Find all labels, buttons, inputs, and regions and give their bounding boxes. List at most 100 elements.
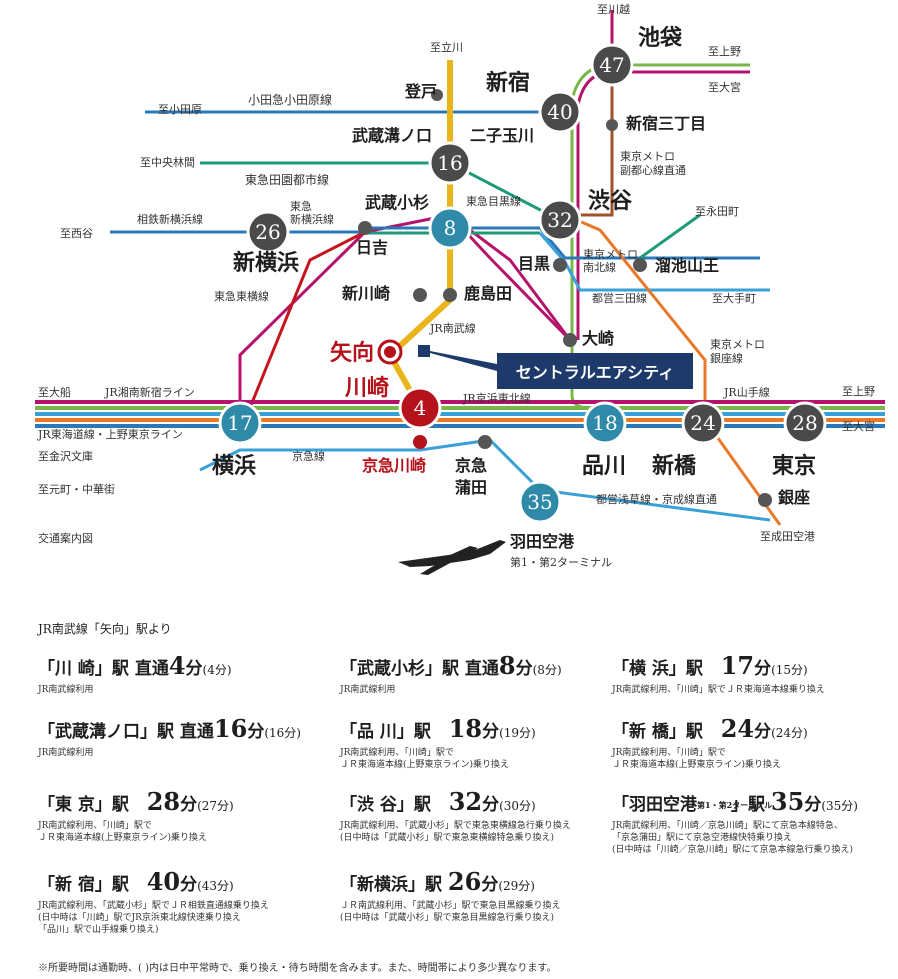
line-odakyu: 小田急小田原線 xyxy=(248,93,333,107)
entry-shinagawa: 「品 川」駅 18分(19分) JR南武線利用、「川崎」駅で ＪＲ東海道本線(上… xyxy=(340,714,536,771)
entry-mode: 直通 xyxy=(464,659,499,679)
entry-subname: 第1・第2ターミナル xyxy=(697,800,773,810)
entry-haneda: 「羽田空港第1・第2ターミナル」駅 35分(35分) JR南武線利用、「川崎／京… xyxy=(612,787,858,856)
line-meguro: 東急目黒線 xyxy=(466,195,521,208)
entry-offpeak: (43分) xyxy=(197,879,234,893)
entry-minutes: 40 xyxy=(146,867,181,896)
dir-nishiya: 至西谷 xyxy=(60,227,93,240)
line-shonan: JR湘南新宿ライン xyxy=(105,386,195,399)
line-mita: 都営三田線 xyxy=(592,292,647,305)
station-badge-haneda xyxy=(518,480,562,524)
entry-offpeak: (24分) xyxy=(771,726,808,740)
hiyoshi-dot xyxy=(358,221,372,235)
entry-minutes: 16 xyxy=(213,714,248,743)
line-ginza: 東京メトロ 銀座線 xyxy=(710,338,765,365)
meguro-dot xyxy=(553,258,567,272)
station-badge-number: 28 xyxy=(792,411,817,435)
entry-unit: 分 xyxy=(482,722,500,742)
station-yokohama: 横浜 xyxy=(212,453,257,479)
entry-shibuya: 「渋 谷」駅 32分(30分) JR南武線利用、「武蔵小杉」駅で東急東横線急行乗… xyxy=(340,787,571,844)
station-badge-number: 8 xyxy=(444,216,457,240)
line-yamanote: JR山手線 xyxy=(724,386,770,399)
entry-yokohama: 「横 浜」駅 17分(15分) JR南武線利用、「川崎」駅でＪＲ東海道本線乗り換… xyxy=(612,651,825,696)
entry-minutes: 8 xyxy=(498,651,516,680)
toyoko-line xyxy=(238,213,572,420)
entry-note: JR南武線利用 xyxy=(340,685,396,695)
entry-minutes: 35 xyxy=(770,787,805,816)
entry-name: 「東 京」駅 xyxy=(38,795,129,815)
dir-kawagoe: 至川越 xyxy=(597,3,630,16)
shinjuku3-dot xyxy=(606,119,618,131)
airplane-icon xyxy=(398,540,506,575)
destination-label: セントラルエアシティ xyxy=(497,353,693,389)
entry-note: JR南武線利用、「武蔵小杉」駅で東急東横線急行乗り換え (日中時は「武蔵小杉」駅… xyxy=(340,821,571,843)
entry-unit: 分 xyxy=(185,659,203,679)
site-pointer xyxy=(430,351,497,371)
entry-offpeak: (4分) xyxy=(202,663,232,677)
station-keikyukamata-2: 蒲田 xyxy=(455,478,488,497)
entry-name: 「新横浜」駅 xyxy=(340,875,442,895)
line-tokyu-shinyoko: 東急 新横浜線 xyxy=(290,200,334,226)
station-ginza: 銀座 xyxy=(778,488,811,507)
station-badge-number: 4 xyxy=(414,396,427,420)
station-badge-number: 40 xyxy=(547,100,572,124)
entry-minutes: 17 xyxy=(720,651,755,680)
kashimada-dot xyxy=(443,288,457,302)
station-shimbashi: 新橋 xyxy=(652,453,697,479)
tameike-dot xyxy=(633,258,647,272)
station-badge-shinagawa xyxy=(583,401,627,445)
entry-note: JR南武線利用、「川崎」駅で ＪＲ東海道本線(上野東京ライン)乗り換え xyxy=(340,748,510,770)
toyoko-red xyxy=(243,230,366,421)
station-badge-mizonokuchi xyxy=(428,141,472,185)
entry-note: JR南武線利用 xyxy=(38,685,94,695)
station-badge-shimbashi xyxy=(681,401,725,445)
line-fukutoshin: 東京メトロ 副都心線直通 xyxy=(620,150,686,177)
entry-shinyokohama: 「新横浜」駅 26分(29分) ＪＲ南武線利用、「武蔵小杉」駅で東急目黒線乗り換… xyxy=(340,867,561,924)
station-badge-number: 17 xyxy=(227,411,252,435)
station-ikebukuro: 池袋 xyxy=(638,25,683,51)
noborito-dot xyxy=(431,89,443,101)
station-badge-number: 32 xyxy=(547,208,572,232)
line-tokaido: JR東海道線・上野東京ライン xyxy=(38,428,183,441)
station-shinjuku: 新宿 xyxy=(486,70,531,96)
entry-unit: 分 xyxy=(180,875,198,895)
entry-unit: 分 xyxy=(482,795,500,815)
dir-otemachi: 至大手町 xyxy=(712,292,756,305)
entry-name: 「品 川」駅 xyxy=(340,722,431,742)
dir-ofuna: 至大船 xyxy=(38,386,71,399)
mita-line xyxy=(538,232,770,292)
station-badge-musashikosugi xyxy=(428,206,472,250)
line-denentoshi: 東急田園都市線 xyxy=(245,173,330,187)
entry-unit: 分 xyxy=(247,722,265,742)
station-badge-shibuya xyxy=(538,198,582,242)
station-yako-kawasaki: 川崎 xyxy=(345,375,390,401)
legend-label: 交通案内図 xyxy=(38,532,93,545)
ginza-dot xyxy=(758,493,772,507)
station-musashikosugi: 武蔵小杉 xyxy=(365,193,430,212)
station-badge-yokohama xyxy=(218,401,262,445)
station-osaki: 大崎 xyxy=(582,329,615,348)
dir-tachikawa: 至立川 xyxy=(430,41,463,54)
line-asakusa: 都営浅草線・京成線直通 xyxy=(596,493,717,506)
dir-odawara: 至小田原 xyxy=(158,103,202,116)
station-badge-kawasaki xyxy=(398,386,442,430)
entry-note: JR南武線利用 xyxy=(38,748,94,758)
station-badge-number: 35 xyxy=(527,490,552,514)
dir-nagatacho: 至永田町 xyxy=(695,205,739,218)
entry-name: 「新 橋」駅 xyxy=(612,722,703,742)
entry-unit: 分 xyxy=(754,722,772,742)
station-mizonokuchi: 武蔵溝ノ口 xyxy=(352,126,433,145)
entry-name: 「川 崎」駅 xyxy=(38,659,129,679)
entry-minutes: 4 xyxy=(168,651,186,680)
keikyukamata-dot xyxy=(478,435,492,449)
entry-unit: 分 xyxy=(515,659,533,679)
tameike-nagatacho xyxy=(639,213,701,260)
station-keikyukawasaki: 京急川崎 xyxy=(362,456,427,475)
entry-name: 「横 浜」駅 xyxy=(612,659,703,679)
entry-name: 「羽田空港 xyxy=(612,795,697,815)
entry-unit: 分 xyxy=(804,795,822,815)
entry-offpeak: (30分) xyxy=(499,799,536,813)
entry-minutes: 28 xyxy=(146,787,181,816)
entry-unit: 分 xyxy=(180,795,198,815)
site-marker xyxy=(418,345,430,357)
